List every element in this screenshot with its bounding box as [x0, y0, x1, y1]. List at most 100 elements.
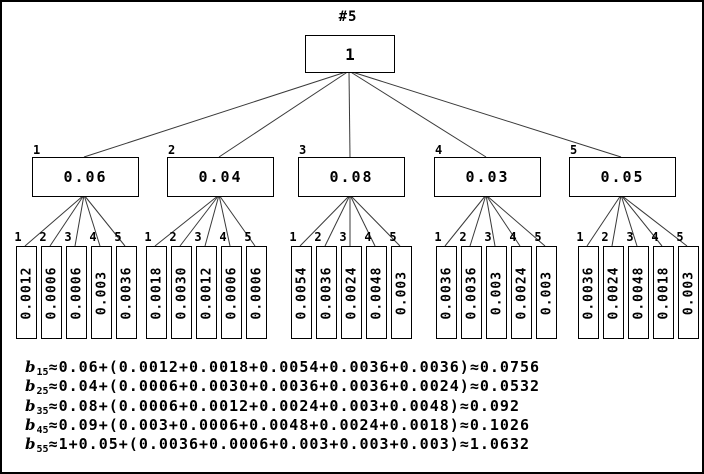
- leaf-index-label: 5: [389, 230, 397, 244]
- leaf-value: 0.0006: [249, 266, 264, 319]
- leaf-value: 0.0012: [199, 266, 214, 319]
- leaf-value: 0.0036: [581, 266, 596, 319]
- leaf-node: 0.003: [391, 246, 412, 339]
- leaf-index-label: 1: [14, 230, 22, 244]
- leaf-value: 0.0054: [294, 266, 309, 319]
- leaf-node: 0.003: [536, 246, 557, 339]
- leaf-value: 0.0048: [369, 266, 384, 319]
- leaf-node: 0.0006: [66, 246, 87, 339]
- leaf-value: 0.003: [94, 270, 109, 315]
- leaf-node: 0.0036: [316, 246, 337, 339]
- leaf-value: 0.0018: [656, 266, 671, 319]
- leaf-node: 0.0036: [116, 246, 137, 339]
- formula-line-b55: b55≈1+0.05+(0.0036+0.0006+0.003+0.003+0.…: [25, 435, 540, 456]
- leaf-node: 0.0036: [436, 246, 457, 339]
- formula-var: b: [25, 435, 37, 454]
- branch-node-3: 0.08: [298, 157, 405, 197]
- leaf-node: 0.0024: [603, 246, 624, 339]
- leaf-value: 0.003: [539, 270, 554, 315]
- formula-expression: ≈0.09+(0.003+0.0006+0.0048+0.0024+0.0018…: [48, 415, 531, 434]
- leaf-node: 0.003: [91, 246, 112, 339]
- formula-var: b: [25, 396, 37, 415]
- leaf-index-label: 1: [144, 230, 152, 244]
- formula-line-b45: b45≈0.09+(0.003+0.0006+0.0048+0.0024+0.0…: [25, 415, 540, 436]
- leaf-value: 0.0006: [69, 266, 84, 319]
- leaf-value: 0.0024: [344, 266, 359, 319]
- leaf-node: 0.0006: [221, 246, 242, 339]
- leaf-index-label: 3: [339, 230, 347, 244]
- formula-var: b: [25, 377, 37, 396]
- leaf-node: 0.0036: [461, 246, 482, 339]
- leaf-index-label: 4: [509, 230, 517, 244]
- leaf-node: 0.0018: [146, 246, 167, 339]
- formula-expression: ≈0.04+(0.0006+0.0030+0.0036+0.0036+0.002…: [48, 377, 541, 396]
- branch-node-1: 0.06: [32, 157, 139, 197]
- leaf-value: 0.0024: [606, 266, 621, 319]
- formula-var: b: [25, 415, 37, 434]
- formula-line-b35: b35≈0.08+(0.0006+0.0012+0.0024+0.003+0.0…: [25, 396, 540, 417]
- leaf-index-label: 4: [364, 230, 372, 244]
- formula-expression: ≈0.06+(0.0012+0.0018+0.0054+0.0036+0.003…: [48, 358, 541, 376]
- leaf-index-label: 3: [64, 230, 72, 244]
- leaf-index-label: 3: [194, 230, 202, 244]
- leaf-index-label: 4: [219, 230, 227, 244]
- formula-subscript: 35: [36, 405, 49, 417]
- leaf-index-label: 4: [651, 230, 659, 244]
- branch-index-label: 3: [299, 143, 307, 157]
- leaf-node: 0.0006: [41, 246, 62, 339]
- branch-node-4: 0.03: [434, 157, 541, 197]
- leaf-index-label: 1: [434, 230, 442, 244]
- formula-subscript: 55: [36, 444, 49, 456]
- leaf-node: 0.0024: [511, 246, 532, 339]
- leaf-value: 0.003: [489, 270, 504, 315]
- leaf-value: 0.0036: [319, 266, 334, 319]
- formula-expression: ≈1+0.05+(0.0036+0.0006+0.003+0.003+0.003…: [48, 435, 531, 454]
- leaf-value: 0.0036: [119, 266, 134, 319]
- leaf-index-label: 5: [676, 230, 684, 244]
- leaf-node: 0.0030: [171, 246, 192, 339]
- formula-subscript: 25: [36, 386, 49, 398]
- formula-subscript: 15: [36, 367, 49, 378]
- branch-index-label: 2: [168, 143, 176, 157]
- leaf-node: 0.0048: [366, 246, 387, 339]
- leaf-index-label: 3: [484, 230, 492, 244]
- leaf-index-label: 5: [114, 230, 122, 244]
- root-node: 1: [305, 35, 395, 73]
- leaf-node: 0.0012: [16, 246, 37, 339]
- leaf-value: 0.0036: [464, 266, 479, 319]
- leaf-value: 0.0036: [439, 266, 454, 319]
- leaf-node: 0.0036: [578, 246, 599, 339]
- leaf-value: 0.0012: [19, 266, 34, 319]
- leaf-index-label: 2: [39, 230, 47, 244]
- branch-index-label: 4: [435, 143, 443, 157]
- formula-var: b: [25, 358, 37, 376]
- branch-index-label: 5: [570, 143, 578, 157]
- leaf-index-label: 2: [314, 230, 322, 244]
- leaf-node: 0.0018: [653, 246, 674, 339]
- branch-node-5: 0.05: [569, 157, 676, 197]
- leaf-node: 0.0024: [341, 246, 362, 339]
- leaf-value: 0.0024: [514, 266, 529, 319]
- leaf-node: 0.0048: [628, 246, 649, 339]
- leaf-index-label: 5: [244, 230, 252, 244]
- formula-line-b15: b15≈0.06+(0.0012+0.0018+0.0054+0.0036+0.…: [25, 358, 541, 378]
- leaf-index-label: 2: [169, 230, 177, 244]
- branch-node-2: 0.04: [167, 157, 274, 197]
- leaf-index-label: 4: [89, 230, 97, 244]
- leaf-index-label: 2: [459, 230, 467, 244]
- leaf-value: 0.0006: [224, 266, 239, 319]
- leaf-value: 0.003: [681, 270, 696, 315]
- leaf-index-label: 1: [289, 230, 297, 244]
- formula-line-b25: b25≈0.04+(0.0006+0.0030+0.0036+0.0036+0.…: [25, 377, 541, 398]
- leaf-value: 0.003: [394, 270, 409, 315]
- leaf-value: 0.0048: [631, 266, 646, 319]
- leaf-value: 0.0018: [149, 266, 164, 319]
- leaf-node: 0.0054: [291, 246, 312, 339]
- leaf-node: 0.0006: [246, 246, 267, 339]
- leaf-node: 0.003: [678, 246, 699, 339]
- leaf-index-label: 2: [601, 230, 609, 244]
- leaf-index-label: 1: [576, 230, 584, 244]
- formula-subscript: 45: [36, 424, 49, 436]
- leaf-value: 0.0030: [174, 266, 189, 319]
